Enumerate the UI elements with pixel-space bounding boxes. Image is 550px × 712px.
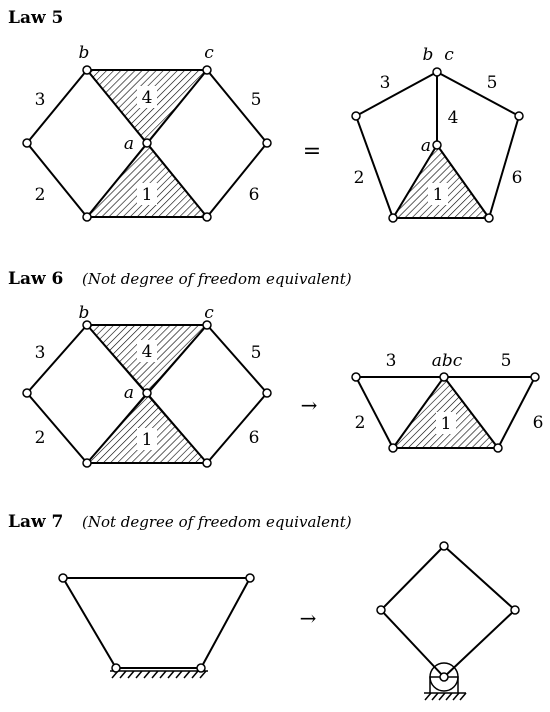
label-c: c bbox=[444, 45, 454, 65]
label-2: 2 bbox=[35, 185, 46, 205]
label-5: 5 bbox=[487, 73, 498, 93]
label-2: 2 bbox=[354, 168, 365, 188]
label-2: 2 bbox=[35, 428, 46, 448]
label-6: 6 bbox=[533, 413, 544, 433]
label-1: 1 bbox=[441, 414, 452, 434]
law5-title: Law 5 bbox=[8, 8, 63, 28]
label-6: 6 bbox=[512, 168, 523, 188]
label-a: a bbox=[421, 136, 431, 156]
label-5: 5 bbox=[251, 90, 262, 110]
label-4: 4 bbox=[142, 88, 153, 108]
label-c: c bbox=[204, 43, 214, 63]
joint-c bbox=[202, 65, 212, 75]
label-a: a bbox=[124, 383, 134, 403]
law6-left-mechanism: 4 1 b c a 3 2 5 6 bbox=[22, 303, 272, 468]
link-1-triangle bbox=[391, 143, 491, 219]
law7-right-mechanism bbox=[376, 541, 520, 701]
label-3: 3 bbox=[35, 90, 46, 110]
arrow-law7: → bbox=[300, 606, 317, 630]
label-c: c bbox=[204, 303, 214, 323]
joint-a bbox=[142, 138, 152, 148]
label-6: 6 bbox=[249, 428, 260, 448]
law7-note: (Not degree of freedom equivalent) bbox=[82, 513, 352, 531]
joint-abc bbox=[439, 372, 449, 382]
joint-a bbox=[432, 140, 442, 150]
label-6: 6 bbox=[249, 185, 260, 205]
label-5: 5 bbox=[501, 351, 512, 371]
ground-hatch bbox=[110, 670, 208, 679]
arrow-law6: → bbox=[301, 393, 318, 417]
joint-bottom-right bbox=[202, 212, 212, 222]
label-1: 1 bbox=[142, 185, 153, 205]
law7-title: Law 7 bbox=[8, 512, 63, 532]
law7-left-mechanism bbox=[58, 573, 255, 679]
link-1-triangle bbox=[85, 141, 209, 218]
label-b: b bbox=[79, 43, 90, 63]
law5-right-mechanism: 1 b c a 3 5 4 2 6 bbox=[351, 45, 524, 223]
label-b: b bbox=[79, 303, 90, 323]
label-1: 1 bbox=[433, 185, 444, 205]
label-abc: abc bbox=[432, 351, 463, 371]
equals-sign: = bbox=[303, 139, 321, 164]
label-2: 2 bbox=[355, 413, 366, 433]
joint-left bbox=[22, 138, 32, 148]
ground-hatch bbox=[424, 692, 467, 701]
label-1: 1 bbox=[142, 430, 153, 450]
joint-bottom-left bbox=[82, 212, 92, 222]
label-3: 3 bbox=[35, 343, 46, 363]
law6-right-mechanism: 1 abc 3 5 2 6 bbox=[351, 351, 544, 453]
label-a: a bbox=[124, 134, 134, 154]
label-4: 4 bbox=[448, 108, 459, 128]
label-3: 3 bbox=[386, 351, 397, 371]
law6-title: Law 6 bbox=[8, 269, 63, 289]
label-b: b bbox=[423, 45, 434, 65]
joint-right bbox=[262, 138, 272, 148]
joint-bc bbox=[432, 67, 442, 77]
law6-note: (Not degree of freedom equivalent) bbox=[82, 270, 352, 288]
label-3: 3 bbox=[380, 73, 391, 93]
label-4: 4 bbox=[142, 342, 153, 362]
label-5: 5 bbox=[251, 343, 262, 363]
law5-left-mechanism: 4 1 b c a 3 2 5 6 bbox=[22, 43, 272, 222]
joint-b bbox=[82, 65, 92, 75]
